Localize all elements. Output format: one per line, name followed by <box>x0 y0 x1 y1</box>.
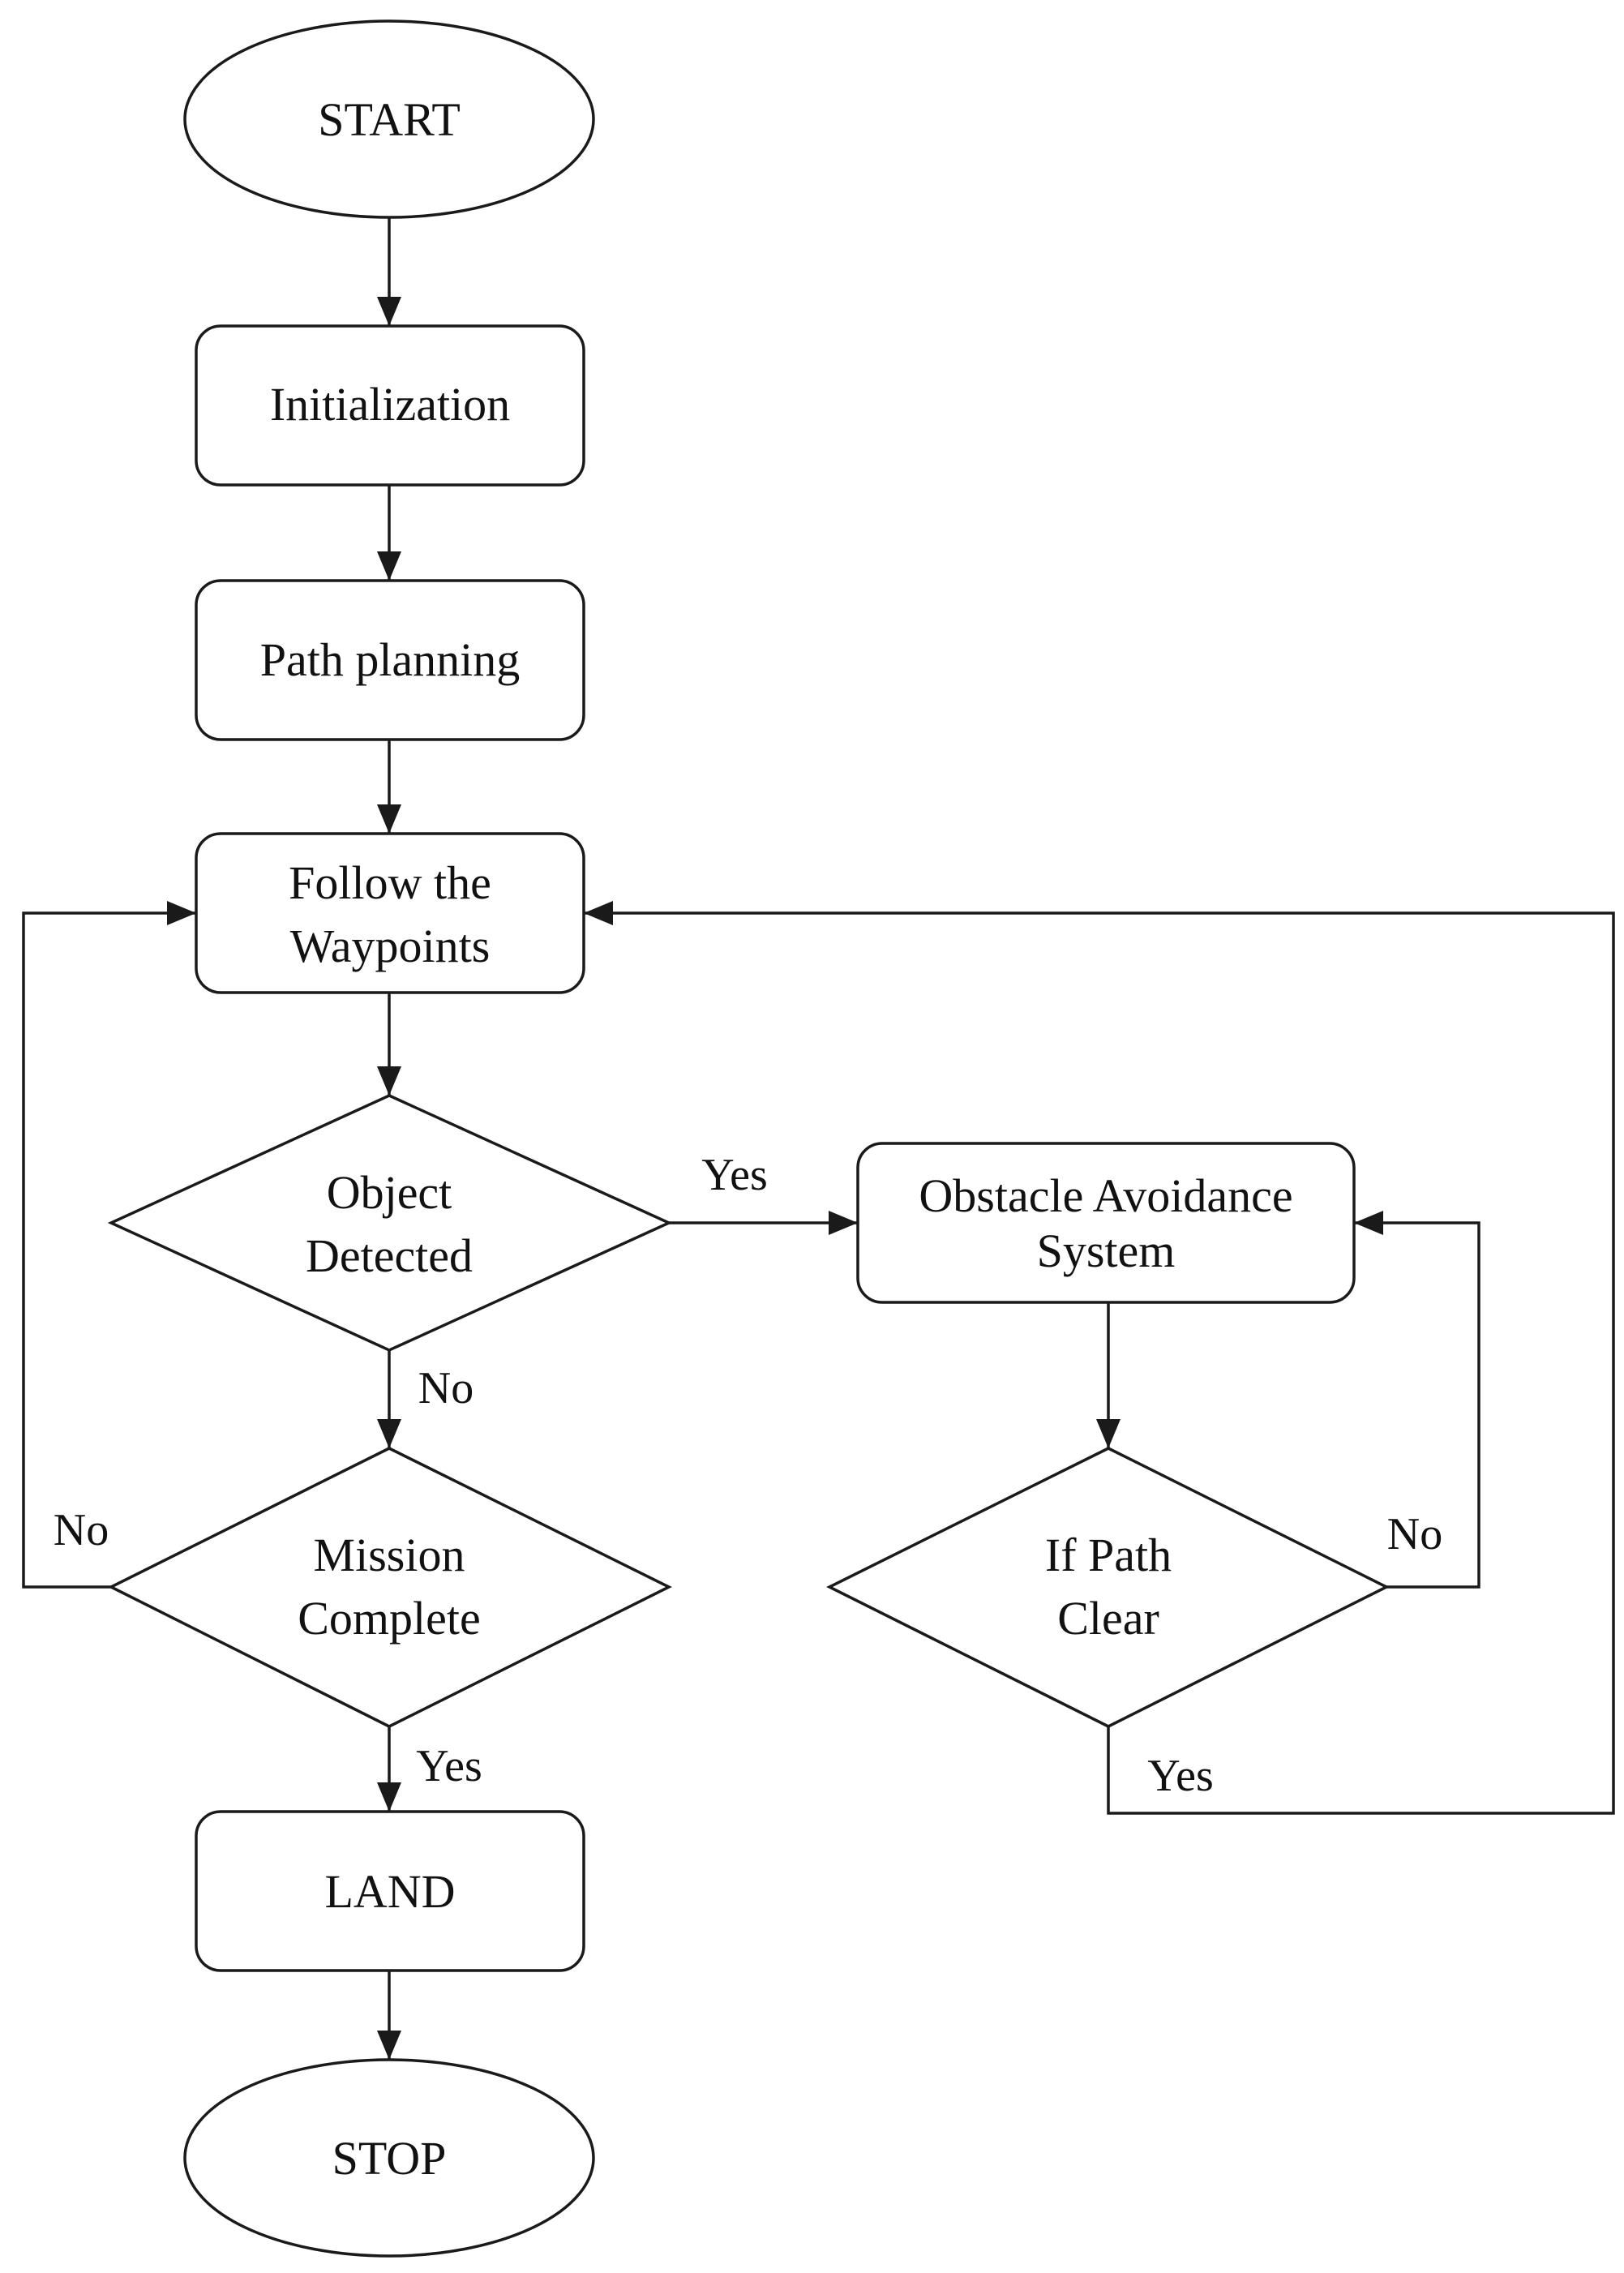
land-label: LAND <box>324 1865 455 1918</box>
object-detected-label-line2: Detected <box>306 1229 473 1282</box>
if-path-clear-node: If Path Clear <box>826 1447 1390 1728</box>
mission-complete-label-line1: Mission <box>314 1529 465 1581</box>
initialization-node: Initialization <box>195 324 585 487</box>
follow-waypoints-label-line2: Waypoints <box>290 920 491 972</box>
start-node: START <box>183 19 595 219</box>
arrow-path-clear-no-loop <box>1354 1211 1480 1589</box>
stop-label: STOP <box>332 2132 447 2185</box>
edge-label-mission-complete-no: No <box>54 1505 109 1555</box>
path-planning-label: Path planning <box>260 633 521 686</box>
edge-label-object-detected-no: No <box>418 1363 473 1413</box>
object-detected-label-line1: Object <box>327 1166 452 1219</box>
start-label: START <box>318 93 461 146</box>
stop-node: STOP <box>183 2058 595 2258</box>
path-planning-node: Path planning <box>195 579 585 741</box>
edge-label-path-clear-no: No <box>1387 1509 1442 1559</box>
if-path-clear-label-line2: Clear <box>1057 1592 1159 1645</box>
edge-label-mission-complete-yes: Yes <box>416 1741 482 1791</box>
obstacle-avoidance-label-line2: System <box>1037 1224 1176 1277</box>
if-path-clear-label-line1: If Path <box>1045 1529 1172 1581</box>
mission-complete-node: Mission Complete <box>108 1447 672 1728</box>
mission-complete-label-line2: Complete <box>298 1592 481 1645</box>
follow-waypoints-node: Follow the Waypoints <box>195 832 585 994</box>
edge-label-object-detected-yes: Yes <box>701 1150 767 1200</box>
initialization-label: Initialization <box>270 378 510 431</box>
obstacle-avoidance-node: Obstacle Avoidance System <box>856 1142 1356 1304</box>
arrow-mission-complete-no-loop <box>22 901 196 1589</box>
arrow-path-clear-yes-loop <box>584 901 1615 1815</box>
land-node: LAND <box>195 1810 585 1972</box>
edge-label-path-clear-yes: Yes <box>1147 1751 1213 1801</box>
object-detected-node: Object Detected <box>107 1094 673 1352</box>
follow-waypoints-label-line1: Follow the <box>289 856 491 909</box>
obstacle-avoidance-label-line1: Obstacle Avoidance <box>919 1169 1292 1222</box>
